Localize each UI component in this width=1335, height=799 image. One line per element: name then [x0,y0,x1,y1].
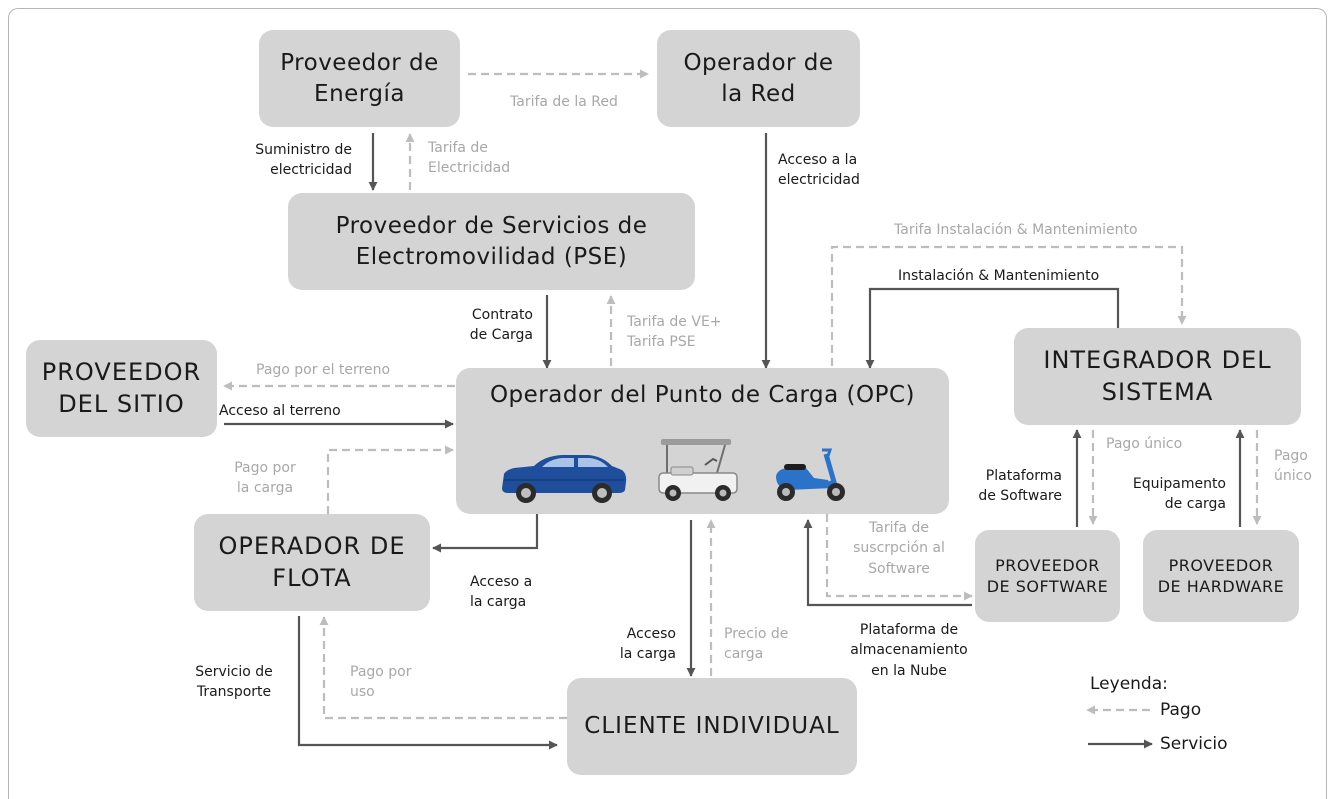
node-site-provider: PROVEEDOR DEL SITIO [26,340,217,437]
label-land-access: Acceso al terreno [219,403,341,419]
node-fleet-operator-label: OPERADOR DE FLOTA [218,531,406,592]
label-one-time-payment-2: Pago único [1274,448,1312,485]
node-individual-client: CLIENTE INDIVIDUAL [567,678,857,775]
label-one-time-payment-1: Pago único [1106,436,1183,452]
node-fleet-operator: OPERADOR DE FLOTA [194,514,430,611]
arrow-cloud-platform [803,519,972,607]
label-land-payment: Pago por el terreno [256,362,391,378]
label-software-platform: Plataforma de Software [978,468,1062,505]
node-pse-label: Proveedor de Servicios de Electromovilid… [335,213,648,270]
node-grid-operator: Operador de la Red [657,30,860,127]
arrow-install-fee [830,245,1187,366]
arrow-charging-access-fleet [432,514,539,553]
node-site-provider-label: PROVEEDOR DEL SITIO [41,357,202,418]
label-transport-service: Servicio de Transporte [195,664,273,701]
label-charging-price: Precio de carga [724,626,789,663]
arrow-transport-service [297,616,558,750]
node-energy-provider: Proveedor de Energía [259,30,460,127]
node-individual-client-label: CLIENTE INDIVIDUAL [584,713,840,740]
node-software-provider: PROVEEDOR DE SOFTWARE [975,530,1120,622]
label-charging-access-client: Acceso la carga [619,626,676,663]
label-electricity-fee: Tarifa de Electricidad [428,140,511,177]
legend-title: Leyenda: [1090,674,1168,694]
arrow-install [865,287,1120,369]
car-icon [502,455,627,503]
label-electricity-access: Acceso a la electricidad [778,152,860,189]
node-opc-label: Operador del Punto de Carga (OPC) [489,382,916,408]
golf-cart-icon [658,439,738,501]
label-charging-contract: Contrato de Carga [469,307,533,344]
label-software-subscription: Tarifa de suscrpción al Software [853,520,945,577]
node-software-provider-label: PROVEEDOR DE SOFTWARE [986,555,1109,596]
label-ev-fee: Tarifa de VE+ Tarifa PSE [627,314,722,351]
legend-service-label: Servicio [1160,734,1228,754]
arrow-usage-payment [319,616,567,720]
legend-payment-label: Pago [1160,700,1202,720]
node-integrator-label: INTEGRADOR DEL SISTEMA [1043,345,1272,406]
label-electricity-supply: Suministro de electricidad [255,142,352,179]
arrow-software-subscription [825,514,973,601]
node-hardware-provider-label: PROVEEDOR DE HARDWARE [1157,555,1285,596]
node-hardware-provider: PROVEEDOR DE HARDWARE [1143,530,1299,622]
label-usage-payment: Pago por uso [350,664,412,701]
diagram-frame [8,8,1327,799]
node-grid-operator-label: Operador de la Red [683,50,834,107]
label-install-fee: Tarifa Instalación & Mantenimiento [894,222,1138,238]
node-integrator: INTEGRADOR DEL SISTEMA [1014,328,1301,425]
label-cloud-platform: Plataforma de almacenamiento en la Nube [850,622,968,679]
label-charging-equipment: Equipamento de carga [1132,476,1226,513]
label-charging-payment: Pago por la carga [234,460,296,497]
label-grid-fee: Tarifa de la Red [510,94,618,110]
arrow-charging-payment [326,445,454,514]
label-charging-access-fleet: Acceso a la carga [470,574,533,611]
node-energy-provider-label: Proveedor de Energía [280,50,439,107]
label-install: Instalación & Mantenimiento [898,268,1100,284]
scooter-icon [776,448,845,501]
node-pse: Proveedor de Servicios de Electromovilid… [288,193,695,290]
